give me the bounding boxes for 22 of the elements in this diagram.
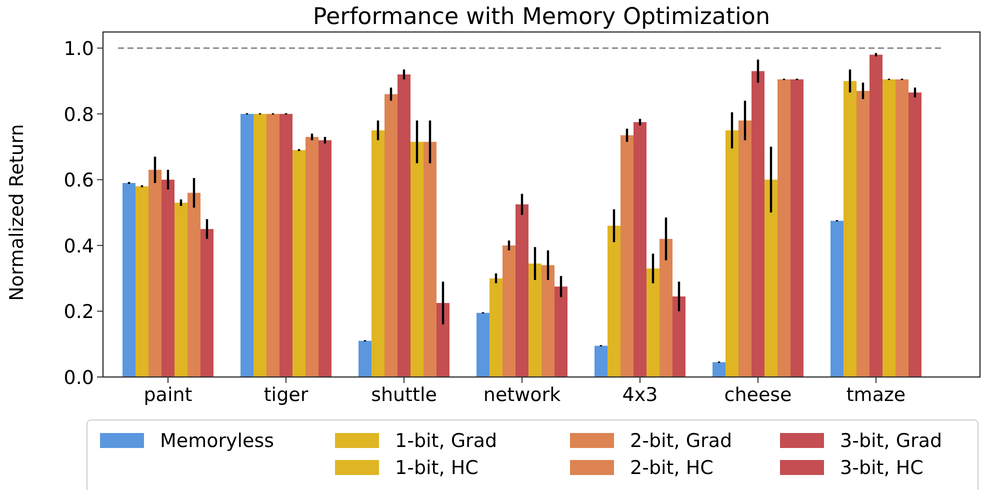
chart-title: Performance with Memory Optimization — [312, 4, 770, 30]
legend-label: 3-bit, Grad — [840, 430, 942, 452]
axis-title: Normalized Return — [6, 124, 28, 301]
legend-label: 3-bit, HC — [840, 457, 924, 479]
category-label: network — [483, 384, 561, 406]
legend-label: 2-bit, HC — [630, 457, 714, 479]
category-label: tmaze — [846, 384, 906, 406]
legend-label: Memoryless — [160, 430, 274, 452]
tick-label: 0.8 — [64, 104, 94, 126]
category-label: paint — [144, 384, 192, 406]
tick-label: 0.2 — [64, 301, 94, 324]
legend-label: 1-bit, Grad — [395, 430, 498, 452]
legend-label: 2-bit, Grad — [630, 430, 732, 452]
category-label: tiger — [264, 384, 308, 406]
category-label: cheese — [724, 384, 792, 406]
category-label: 4x3 — [622, 384, 658, 406]
category-label: shuttle — [371, 384, 437, 406]
tick-label: 0.0 — [64, 367, 94, 389]
tick-label: 0.6 — [64, 170, 94, 192]
tick-label: 0.4 — [64, 235, 94, 258]
tick-label: 1.0 — [64, 38, 94, 60]
legend-label: 1-bit, HC — [395, 457, 478, 479]
